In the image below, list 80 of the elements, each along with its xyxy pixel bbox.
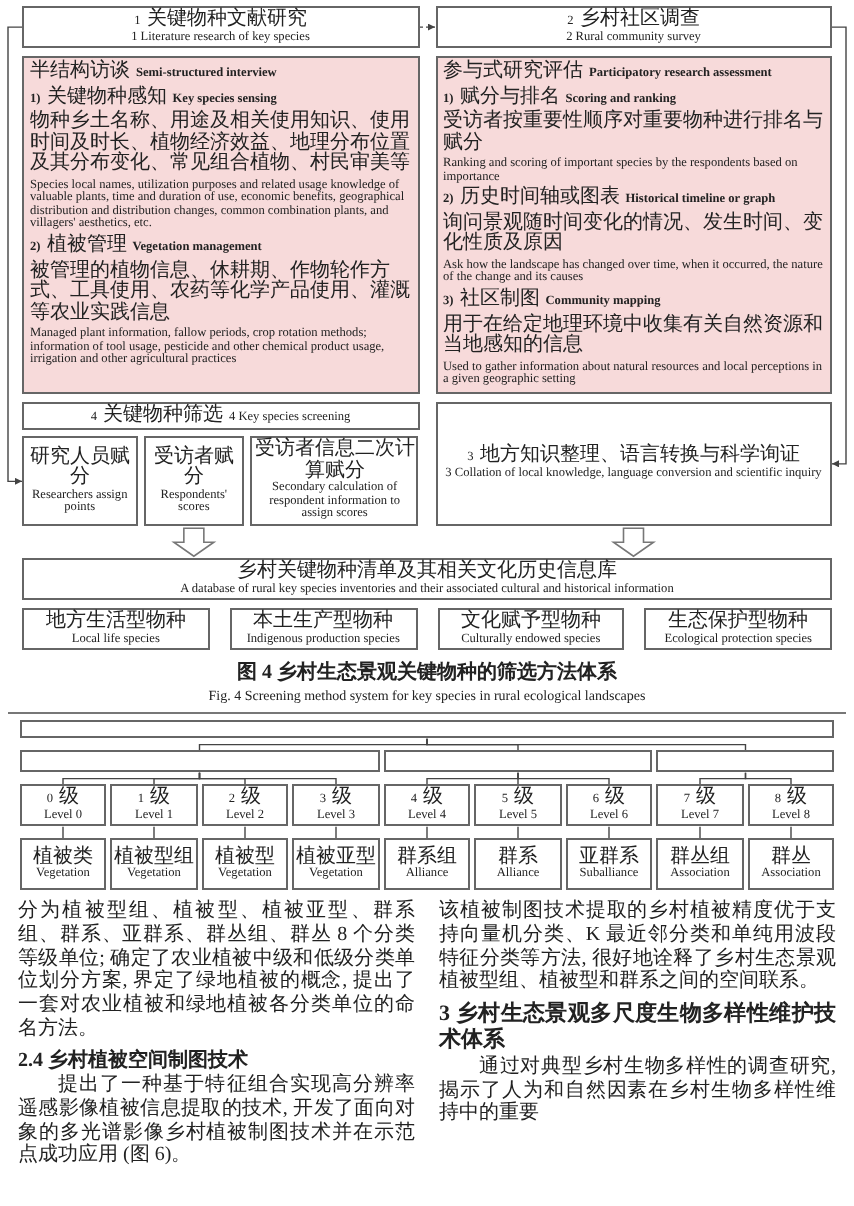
process-box [747,784,835,827]
process-box [143,436,245,527]
process-box [656,838,744,891]
connector-line [426,826,428,840]
process-box [747,838,835,891]
connector-line [517,771,610,786]
process-box [292,838,380,891]
arrow [418,23,436,31]
block-arrow [171,527,217,558]
process-box [435,6,832,49]
box-title: 本土生产型物种 [251,612,396,633]
process-box [19,838,107,891]
box-title: 受访者信息二次计算赋分 [252,440,417,482]
process-box [110,784,198,827]
empty-box [19,720,835,739]
process-box [474,838,562,891]
process-box [22,558,832,601]
connector-line [517,826,519,840]
process-box [435,401,832,527]
process-box [22,608,210,651]
process-box [229,608,417,651]
method-panel [435,56,832,394]
process-box [383,838,471,891]
process-box [437,608,625,651]
box-title: 植被型组 [112,847,196,868]
arrow [831,26,847,468]
connector-line [744,771,792,786]
connector-line [62,826,64,840]
process-box [201,784,289,827]
section-heading: 3 乡村生态景观多尺度生物多样性维护技术体系 [439,1002,836,1054]
connector-line [426,737,747,752]
process-box [22,401,419,431]
process-box [383,784,471,827]
process-box [201,838,289,891]
process-box [565,784,653,827]
description-text: 被管理的植物信息、休耕期、作物轮作方式、工具使用、农药等化学产品使用、灌溉等农业实践信息 [30,261,411,325]
process-box [474,784,562,827]
connector-line [244,826,246,840]
connector-line [608,826,610,840]
box-title: 群系组 [395,847,459,868]
box-title: 研究人员赋分 [27,447,132,489]
connector-line [699,826,701,840]
paragraph: 该植被制图技术提取的乡村植被精度优于支持向量机分类、K 最近邻分类和单纯用波段特征分类等方法, 很好地诠释了乡村生态景观植被型组、植被型和群系之间的空间联系。 [439,900,836,995]
box-title: 地方生活型物种 [43,612,188,633]
box-title: 群丛 [771,847,811,868]
description-text: 询问景观随时间变化的情况、发生时间、变化性质及原因 [443,213,824,256]
box-title: 文化赋予型物种 [458,612,603,633]
paragraph: 提出了一种基于特征组合实现高分辨率遥感影像植被信息提取的技术, 开发了面向对象的多光谱影像乡村植被制图技术并在示范点成功应用 (图 6)。 [18,1074,415,1168]
box-title: 亚群系 [577,847,641,868]
connector-line [198,771,337,786]
paragraph: 通过对典型乡村生物多样性的调查研究, 揭示了人为和自然因素在乡村生物多样性维持中的重要 [439,1055,836,1126]
process-box [22,436,138,527]
connector-line [790,826,792,840]
box-title: 乡村关键物种清单及其相关文化历史信息库 [235,562,619,583]
process-box [110,838,198,891]
box-title: 植被亚型 [294,847,378,868]
connector-line [335,826,337,840]
connector-line [153,826,155,840]
process-box [292,784,380,827]
process-box [19,784,107,827]
method-panel [22,56,419,394]
figure-caption: 图 4 乡村生态景观关键物种的筛选方法体系 [235,658,619,687]
box-title: 植被型 [213,847,277,868]
box-title: 受访者赋分 [151,447,236,489]
description-text: 物种乡土名称、用途及相关使用知识、使用时间及时长、植物经济效益、地理分布位置及其分布变化、常见组合植物、村民审美等 [30,112,411,176]
arrow [7,26,23,485]
process-box [656,784,744,827]
box-title: 群丛组 [668,847,732,868]
box-title: 群系 [498,847,538,868]
process-box [22,6,419,49]
description-text: 受访者按重要性顺序对重要物种进行排名与赋分 [443,112,824,155]
box-title: 植被类 [31,847,95,868]
block-arrow [610,527,657,558]
section-heading: 2.4 乡村植被空间制图技术 [18,1049,250,1073]
paragraph: 分为植被型组、植被型、植被亚型、群系组、群系、亚群系、群丛组、群丛 8 个分类等级单位; 确定了农业植被中级和低级分类单位划分方案, 界定了绿地植被的概念, 提出了一套对农业植被和绿地植被各分类单位的命名方法。 [18,900,415,1042]
process-box [644,608,832,651]
description-text: 用于在给定地理环境中收集有关自然资源和当地感知的信息 [443,315,824,358]
process-box [250,436,419,527]
box-title: 生态保护型物种 [666,612,811,633]
process-box [565,838,653,891]
